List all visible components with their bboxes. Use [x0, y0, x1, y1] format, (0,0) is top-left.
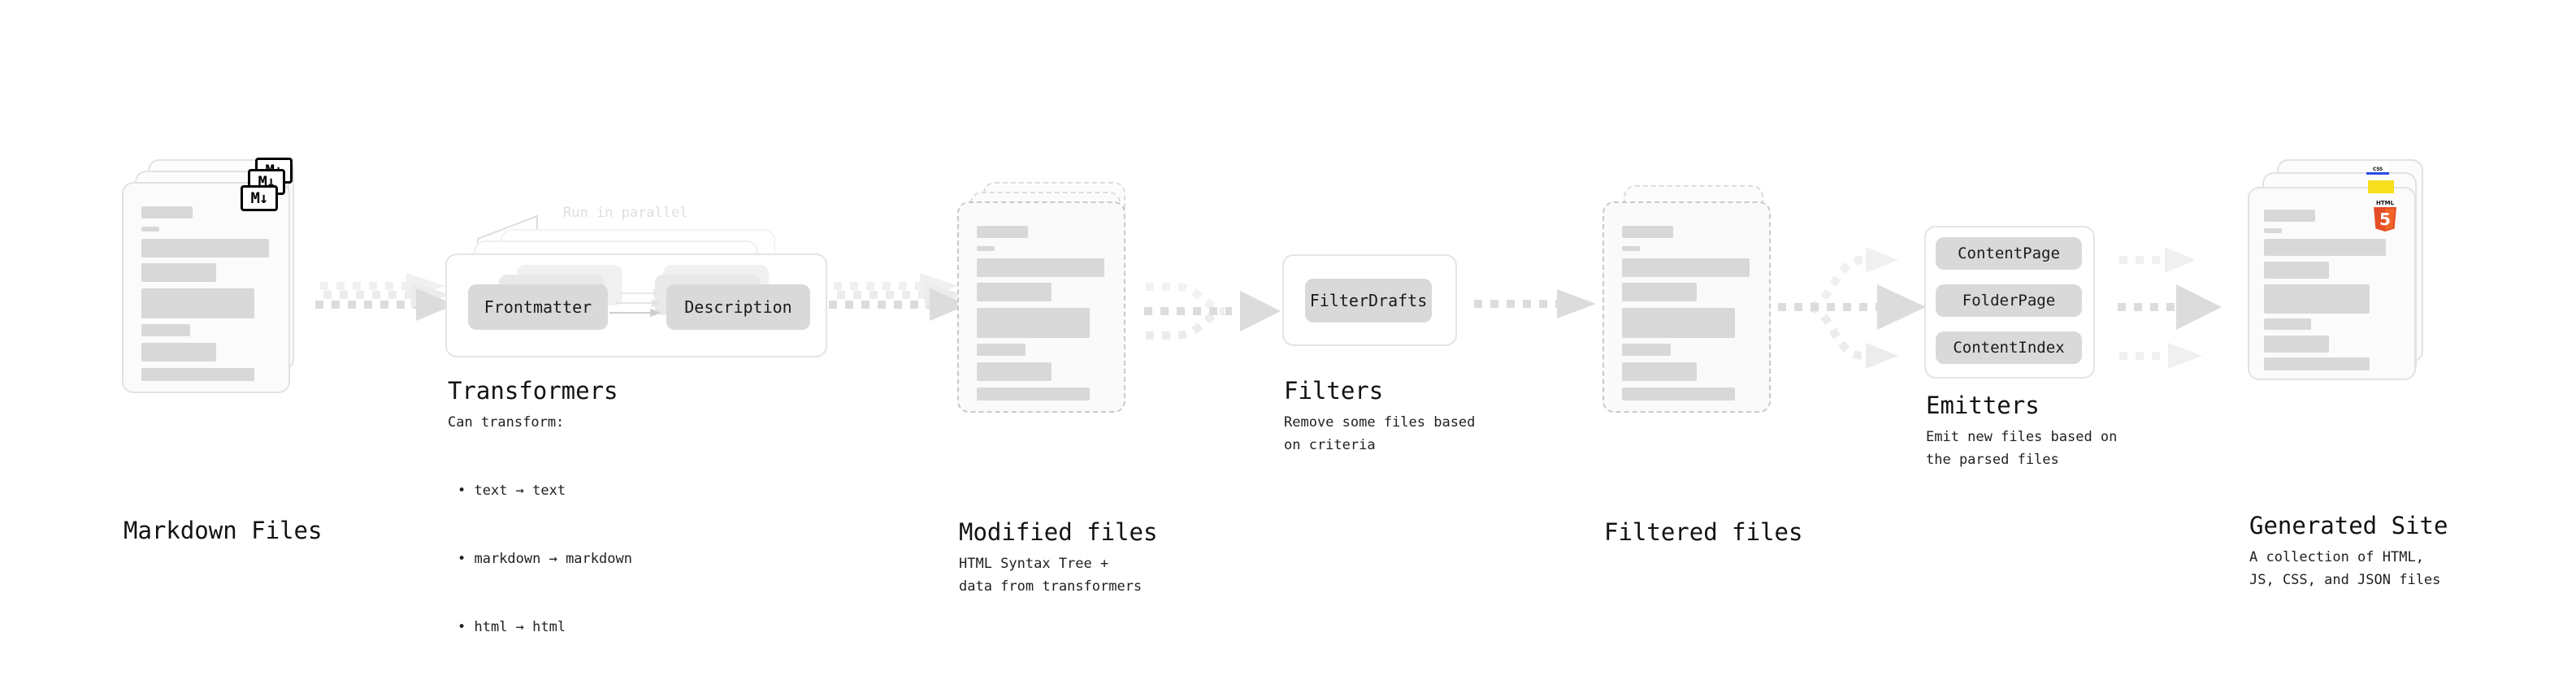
- filter-chip-filterdrafts[interactable]: FilterDrafts: [1305, 279, 1432, 323]
- skeleton-bar: [2264, 284, 2370, 314]
- emitter-chip-label: ContentPage: [1958, 245, 2060, 262]
- html5-icon: HTML 5: [2371, 198, 2399, 232]
- css-badge-rule: [2366, 172, 2389, 175]
- run-in-parallel-note: Run in parallel: [563, 205, 688, 221]
- filtered-file-card-front: [1602, 201, 1771, 413]
- skeleton-bar: [977, 226, 1028, 238]
- skeleton-bar: [977, 344, 1026, 356]
- skeleton-bar: [141, 239, 269, 258]
- emitters-caption: Emit new files based on the parsed files: [1926, 429, 2118, 468]
- modified-files-stack: [957, 182, 1144, 418]
- skeleton-bar: [141, 324, 190, 336]
- connector-filters-to-filtered: [1474, 289, 1596, 318]
- transformer-chip-description[interactable]: Description: [666, 284, 810, 330]
- transformer-chip-label: Description: [684, 297, 792, 317]
- skeleton-bar: [1622, 226, 1673, 238]
- skeleton-bar: [977, 246, 995, 251]
- markdown-files-stack: M↓ M↓ M↓: [122, 158, 309, 411]
- skeleton-bar: [141, 227, 159, 232]
- filters-group: FilterDrafts: [1282, 254, 1457, 348]
- skeleton-bar: [141, 206, 193, 219]
- list-item: html → html: [458, 616, 632, 639]
- generated-site-stack: CSS HTML 5: [2248, 159, 2443, 411]
- modified-file-card-front: [957, 201, 1125, 413]
- transformers-group: Run in parallel Frontmatter Description …: [445, 195, 827, 357]
- filter-chip-label: FilterDrafts: [1309, 291, 1428, 310]
- skeleton-bar: [141, 288, 254, 318]
- emitters-title: Emitters: [1926, 392, 2040, 419]
- list-item: markdown → markdown: [458, 548, 631, 570]
- skeleton-bar: [977, 387, 1090, 400]
- skeleton-bar: [2264, 228, 2282, 233]
- skeleton-bar: [141, 263, 216, 282]
- skeleton-bar: [1622, 258, 1750, 277]
- markdown-file-card-front: [122, 182, 290, 393]
- svg-text:HTML: HTML: [2376, 200, 2395, 206]
- skeleton-bar: [1622, 308, 1735, 338]
- transformer-chip-label: Frontmatter: [484, 297, 592, 317]
- filtered-files-stack: [1602, 182, 1789, 418]
- connector-transformers-to-modified: [829, 273, 969, 321]
- skeleton-bar: [977, 308, 1090, 338]
- connector-modified-to-filters: [1144, 283, 1281, 340]
- modified-files-caption: HTML Syntax Tree + data from transformer…: [959, 556, 1143, 595]
- skeleton-bar: [2264, 318, 2311, 330]
- emitter-chip-label: ContentIndex: [1953, 339, 2065, 357]
- skeleton-bar: [2264, 210, 2315, 222]
- skeleton-bar: [2264, 336, 2329, 353]
- skeleton-bar: [2264, 357, 2370, 370]
- transformers-caption: Can transform:: [448, 414, 565, 431]
- filters-title: Filters: [1284, 377, 1384, 405]
- skeleton-bar: [1622, 387, 1735, 400]
- markdown-badge-label: M↓: [250, 188, 269, 207]
- css-badge-label: CSS: [2373, 167, 2383, 172]
- transformers-title: Transformers: [448, 377, 618, 405]
- skeleton-bar: [1622, 362, 1697, 381]
- markdown-files-title: Markdown Files: [124, 517, 323, 544]
- transformer-inner-arrows: [609, 289, 663, 317]
- skeleton-bar: [977, 362, 1052, 381]
- connector-emitters-to-site: [2118, 247, 2222, 369]
- css-badge: CSS: [2366, 163, 2389, 175]
- skeleton-bar: [141, 343, 216, 361]
- generated-site-caption: A collection of HTML, JS, CSS, and JSON …: [2249, 549, 2441, 588]
- skeleton-bar: [141, 368, 254, 381]
- transformer-chip-frontmatter[interactable]: Frontmatter: [468, 284, 608, 330]
- skeleton-bar: [2264, 239, 2386, 256]
- emitter-chip-contentindex[interactable]: ContentIndex: [1936, 331, 2082, 364]
- skeleton-bar: [977, 258, 1104, 277]
- transformers-bullet-list: text → text markdown → markdown html → h…: [458, 434, 632, 684]
- js-badge: [2368, 180, 2394, 193]
- emitter-chip-folderpage[interactable]: FolderPage: [1936, 284, 2082, 317]
- skeleton-bar: [977, 283, 1052, 301]
- skeleton-bar: [1622, 283, 1697, 301]
- emitter-chip-contentpage[interactable]: ContentPage: [1936, 237, 2082, 270]
- skeleton-bar: [2264, 262, 2329, 279]
- markdown-badge-front: M↓: [241, 185, 278, 211]
- emitter-chip-label: FolderPage: [1962, 292, 2056, 310]
- skeleton-bar: [1622, 344, 1671, 356]
- skeleton-bar: [1622, 246, 1640, 251]
- list-item: text → text: [458, 479, 632, 502]
- generated-site-title: Generated Site: [2249, 512, 2448, 539]
- filters-caption: Remove some files based on criteria: [1284, 414, 1476, 453]
- filtered-files-title: Filtered files: [1604, 518, 1803, 546]
- emitters-group: ContentPage FolderPage ContentIndex: [1924, 226, 2095, 380]
- modified-files-title: Modified files: [959, 518, 1158, 546]
- connector-markdown-to-transformers: [315, 273, 455, 321]
- connector-filtered-to-emitters: [1778, 247, 1926, 369]
- svg-text:5: 5: [2379, 210, 2391, 229]
